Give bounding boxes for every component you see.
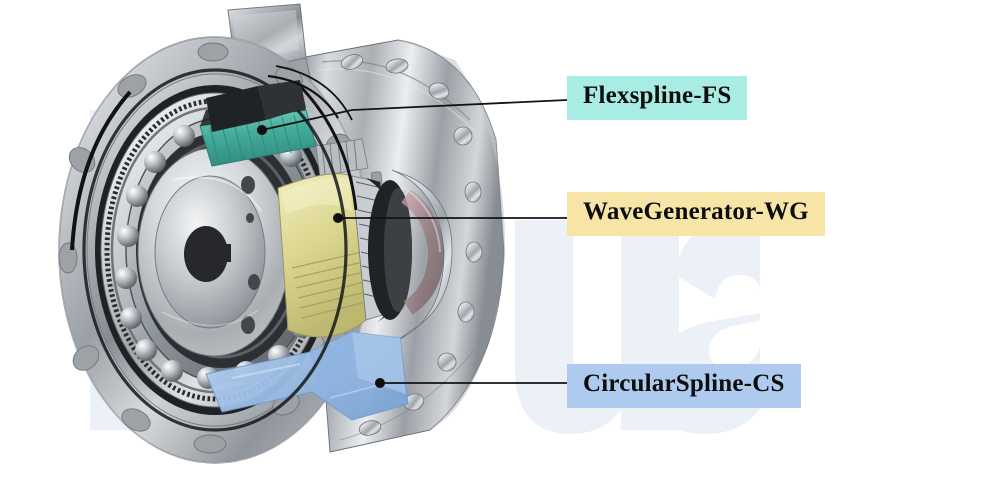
callout-wavegenerator-box: WaveGenerator-WG [567, 192, 825, 236]
callout-flexspline-box: Flexspline-FS [567, 76, 748, 120]
hub-hole [248, 274, 260, 290]
callout-circularspline-box: CircularSpline-CS [567, 364, 801, 408]
callout-circularspline[interactable]: CircularSpline-CS [567, 364, 801, 408]
seal-rings [70, 68, 358, 432]
callout-flexspline[interactable]: Flexspline-FS [567, 76, 748, 120]
input-hub [137, 147, 291, 357]
hub-hole [246, 213, 254, 223]
callout-wavegenerator[interactable]: WaveGenerator-WG [567, 192, 825, 236]
harmonic-drive-illustration [58, 3, 506, 464]
